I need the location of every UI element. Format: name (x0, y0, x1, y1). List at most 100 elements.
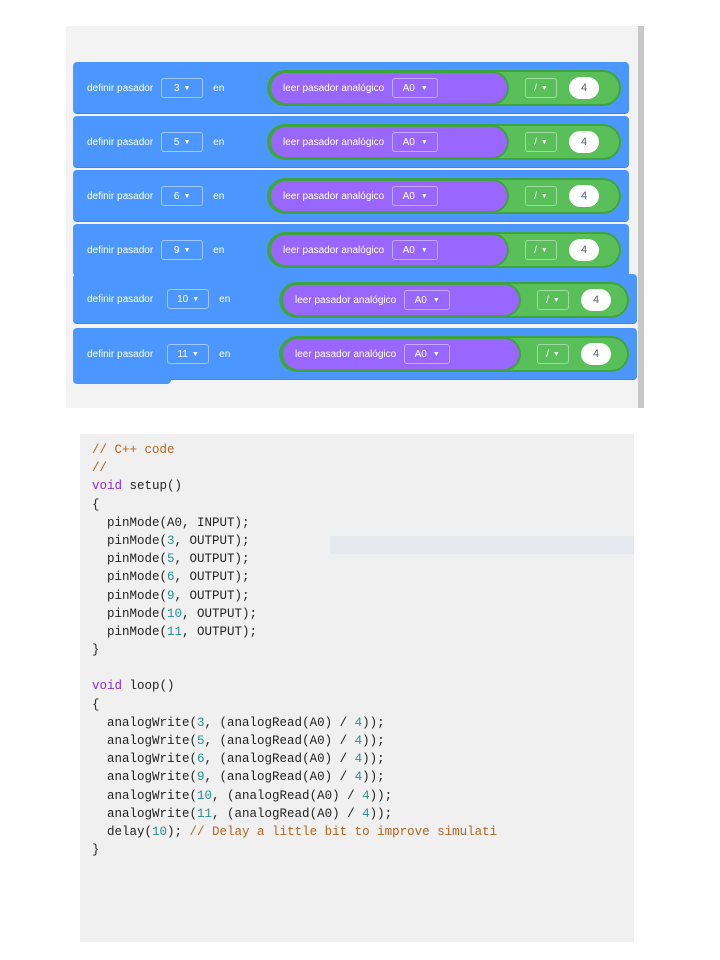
pin-dropdown[interactable]: 3▼ (161, 78, 204, 98)
read-analog-pin-block[interactable]: leer pasador analógico A0▼ (271, 127, 507, 157)
operator-dropdown[interactable]: /▼ (525, 240, 557, 260)
divide-block[interactable]: leer pasador analógico A0▼ /▼ 4 (279, 282, 629, 318)
set-pin-block[interactable]: definir pasador 10▼ en leer pasador analógi… (73, 274, 637, 324)
block-stack-bottom (73, 370, 171, 384)
operator-dropdown[interactable]: /▼ (525, 78, 557, 98)
analog-pin-dropdown[interactable]: A0▼ (404, 290, 451, 310)
workspace-scrollbar[interactable] (638, 26, 644, 408)
code-token: , OUTPUT); (174, 552, 250, 567)
code-token: 9 (167, 588, 175, 603)
set-pin-label: definir pasador (87, 293, 154, 305)
operator-dropdown[interactable]: /▼ (525, 132, 557, 152)
code-line[interactable]: pinMode(5, OUTPUT); (92, 550, 634, 568)
divisor-number-input[interactable]: 4 (581, 343, 611, 365)
connector-label: en (219, 293, 231, 305)
code-token: , OUTPUT); (174, 533, 250, 548)
code-line[interactable]: } (92, 641, 634, 659)
caret-down-icon: ▼ (432, 350, 440, 358)
code-token: pinMode( (92, 606, 168, 621)
divisor-number-input[interactable]: 4 (569, 185, 599, 207)
code-line[interactable]: void setup() (92, 477, 634, 495)
analog-pin-dropdown[interactable]: A0▼ (392, 186, 439, 206)
connector-label: en (213, 82, 225, 94)
code-token: void (92, 479, 123, 494)
pin-dropdown-value: 11 (177, 348, 188, 360)
code-editor[interactable]: // C++ code//void setup(){ pinMode(A0, I… (80, 434, 634, 942)
pin-dropdown[interactable]: 10▼ (167, 289, 210, 309)
code-line[interactable] (92, 659, 634, 677)
code-line[interactable]: analogWrite(11, (analogRead(A0) / 4)); (92, 805, 634, 823)
pin-dropdown[interactable]: 9▼ (161, 240, 204, 260)
set-pin-block[interactable]: definir pasador 6▼ en leer pasador analógic… (73, 170, 629, 222)
code-token: , (analogRead(A0) / (204, 734, 355, 748)
code-token: )); (369, 806, 393, 821)
code-token: 4 (354, 770, 363, 785)
read-analog-pin-block[interactable]: leer pasador analógico A0▼ (283, 285, 519, 315)
code-line[interactable]: pinMode(9, OUTPUT); (92, 587, 634, 605)
operator-dropdown[interactable]: /▼ (537, 344, 569, 364)
code-line[interactable]: pinMode(11, OUTPUT); (92, 623, 634, 641)
code-token: pinMode( (92, 533, 168, 548)
code-line[interactable]: pinMode(6, OUTPUT); (92, 568, 634, 586)
divisor-number-input[interactable]: 4 (569, 77, 599, 99)
analog-pin-dropdown[interactable]: A0▼ (392, 78, 439, 98)
divide-block[interactable]: leer pasador analógico A0▼ /▼ 4 (267, 178, 621, 214)
operator-value: / (534, 82, 537, 94)
code-line[interactable]: analogWrite(6, (analogRead(A0) / 4)); (92, 750, 634, 768)
read-analog-label: leer pasador analógico (283, 190, 385, 202)
code-line[interactable]: { (92, 696, 634, 714)
analog-pin-dropdown[interactable]: A0▼ (404, 344, 451, 364)
set-pin-label: definir pasador (87, 244, 154, 256)
code-token: } (92, 643, 100, 658)
code-line[interactable]: } (92, 841, 634, 859)
code-token: 4 (362, 806, 370, 821)
code-line[interactable]: analogWrite(3, (analogRead(A0) / 4)); (92, 714, 634, 732)
divisor-number-input[interactable]: 4 (581, 289, 611, 311)
code-token: pinMode( (92, 588, 168, 603)
caret-down-icon: ▼ (540, 192, 548, 200)
code-line[interactable]: void loop() (92, 677, 634, 695)
code-line[interactable]: // (92, 459, 634, 477)
operator-dropdown[interactable]: /▼ (537, 290, 569, 310)
code-line[interactable]: { (92, 496, 634, 514)
analog-pin-dropdown[interactable]: A0▼ (392, 132, 439, 152)
divisor-number-input[interactable]: 4 (569, 131, 599, 153)
read-analog-label: leer pasador analógico (295, 294, 397, 306)
code-line[interactable]: delay(10); // Delay a little bit to impr… (92, 823, 634, 841)
pin-dropdown[interactable]: 5▼ (161, 132, 204, 152)
analog-pin-dropdown[interactable]: A0▼ (392, 240, 439, 260)
code-line[interactable]: analogWrite(9, (analogRead(A0) / 4)); (92, 768, 634, 786)
set-pin-label: definir pasador (87, 136, 154, 148)
divisor-number-input[interactable]: 4 (569, 239, 599, 261)
operator-dropdown[interactable]: /▼ (525, 186, 557, 206)
code-line[interactable]: // C++ code (92, 441, 634, 459)
code-token: , (analogRead(A0) / (212, 788, 363, 803)
code-line[interactable]: pinMode(10, OUTPUT); (92, 605, 634, 623)
connector-label: en (213, 190, 225, 202)
code-token: , (analogRead(A0) / (204, 752, 355, 767)
code-token: // C++ code (92, 443, 175, 457)
read-analog-pin-block[interactable]: leer pasador analógico A0▼ (271, 181, 507, 211)
code-line[interactable]: pinMode(A0, INPUT); (92, 514, 634, 532)
code-line[interactable]: analogWrite(5, (analogRead(A0) / 4)); (92, 732, 634, 750)
blocks-workspace[interactable]: definir pasador 3▼ en leer pasador analógic… (66, 26, 644, 408)
code-line[interactable]: pinMode(3, OUTPUT); (92, 532, 634, 550)
pin-dropdown[interactable]: 11▼ (167, 344, 210, 364)
code-token: , (analogRead(A0) / (212, 806, 363, 821)
code-line[interactable]: analogWrite(10, (analogRead(A0) / 4)); (92, 787, 634, 805)
set-pin-label: definir pasador (87, 190, 154, 202)
code-token: 11 (167, 624, 183, 639)
pin-dropdown[interactable]: 6▼ (161, 186, 204, 206)
code-token: )); (369, 788, 393, 803)
read-analog-label: leer pasador analógico (283, 136, 385, 148)
divide-block[interactable]: leer pasador analógico A0▼ /▼ 4 (267, 124, 621, 160)
